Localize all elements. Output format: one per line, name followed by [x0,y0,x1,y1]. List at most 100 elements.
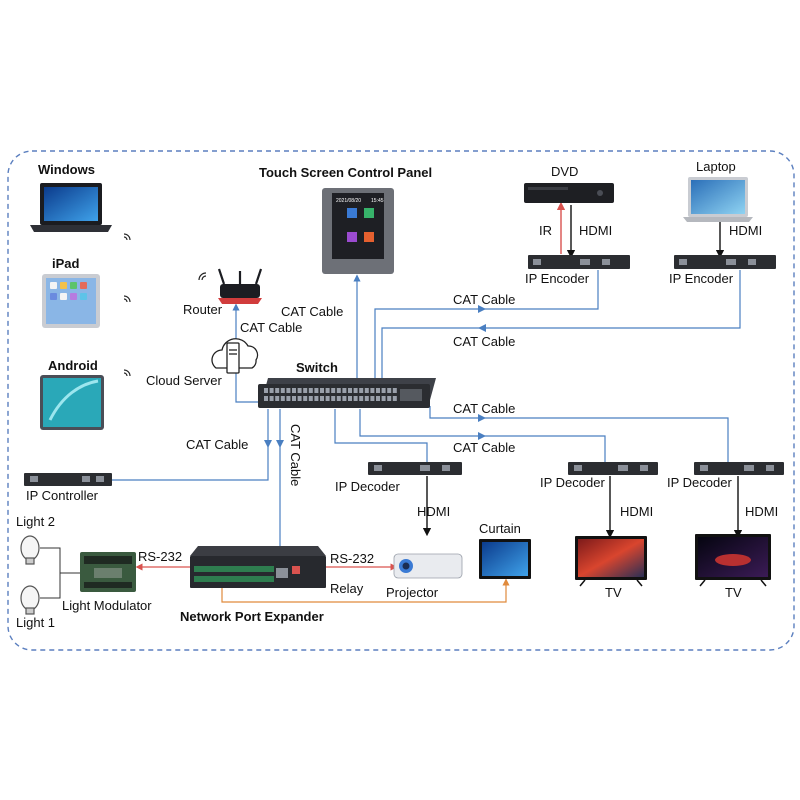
label-tv-1: TV [605,585,622,600]
label-light-1: Light 1 [16,615,56,630]
label-dvd: DVD [551,164,579,179]
ip-encoder-2-device [674,255,776,269]
label-ipad: iPad [52,256,80,271]
label-router: Router [183,302,223,317]
ip-encoder-1-device [528,255,630,269]
label-cat-cable-expander: CAT Cable [288,424,303,487]
label-hdmi-dvd: HDMI [579,223,613,238]
switch-port [320,396,324,401]
switch-port [381,388,386,393]
label-cat-cable-decoder-1: CAT Cable [453,440,516,455]
label-touch-panel: Touch Screen Control Panel [259,165,433,180]
switch-port [336,396,341,401]
tv-1-device [575,536,647,587]
switch-port [286,388,291,393]
diagram-frame [7,150,795,651]
wifi-icons [123,233,207,377]
switch-port [387,388,392,393]
label-hdmi-decoder-1: HDMI [417,504,451,519]
switch-port [297,388,302,393]
switch-port [264,388,268,393]
label-ip-controller: IP Controller [26,488,99,503]
switch-port [336,388,341,393]
switch-port [264,396,268,401]
switch-port [269,396,274,401]
switch-port [342,388,347,393]
label-cat-cable-panel: CAT Cable [281,304,344,319]
label-hdmi-decoder-2: HDMI [620,504,654,519]
switch-port [392,388,397,393]
android-tablet-icon [40,375,104,430]
label-switch: Switch [296,360,338,375]
light-1-bulb-icon [20,585,40,615]
label-ip-encoder-1: IP Encoder [525,271,590,286]
switch-port [325,396,330,401]
switch-port [314,388,319,393]
ip-decoder-2-device [568,462,658,475]
ip-controller-device [24,473,112,486]
light-modulator-device [80,552,136,592]
switch-port [364,396,369,401]
label-windows: Windows [38,162,95,177]
label-relay: Relay [330,581,364,596]
switch-port [280,396,285,401]
label-hdmi-laptop: HDMI [729,223,763,238]
hdmi-lines [422,205,743,539]
label-ip-decoder-3: IP Decoder [667,475,732,490]
switch-port [286,396,291,401]
switch-port [280,388,285,393]
network-port-expander-device [190,546,326,588]
switch-port [292,396,296,401]
cat-cable-decoder-2 [429,406,729,462]
switch-port [364,388,369,393]
label-ir: IR [539,223,552,238]
touch-panel-date: 2021/08/20 [336,198,361,204]
label-ip-decoder-1: IP Decoder [335,479,400,494]
switch-port [370,388,375,393]
switch-port [325,388,330,393]
switch-port [331,396,336,401]
cloud-server-icon [211,338,259,374]
label-rs232-projector: RS-232 [330,551,375,566]
label-curtain: Curtain [479,521,521,536]
projector-device [393,553,463,579]
relay-line [221,578,510,603]
label-cat-cable-encoder-1: CAT Cable [453,292,516,307]
network-switch-device [258,378,436,408]
touch-panel-time: 15:45 [371,198,384,204]
light-wires [40,547,80,599]
touch-panel-device: 2021/08/20 15:45 [322,188,394,274]
switch-port [348,396,352,401]
switch-port [303,388,308,393]
laptop-device [683,177,753,222]
switch-port [392,396,397,401]
ipad-icon [42,274,100,328]
label-cloud-server: Cloud Server [146,373,222,388]
switch-port [308,388,313,393]
router-icon [217,268,263,304]
label-hdmi-decoder-3: HDMI [745,504,779,519]
cat-cable-controller [111,409,269,481]
switch-port [331,388,336,393]
curtain-device [479,539,531,579]
cat-cable-arrows [264,305,486,448]
label-cat-cable-controller: CAT Cable [186,437,249,452]
switch-port [308,396,313,401]
label-light-modulator: Light Modulator [62,598,152,613]
label-network-port-expander: Network Port Expander [180,609,324,624]
ip-decoder-3-device [694,462,784,475]
switch-port [353,388,358,393]
switch-port [275,396,280,401]
ip-decoder-1-device [368,462,462,475]
label-projector: Projector [386,585,439,600]
switch-port [342,396,347,401]
switch-port [370,396,375,401]
switch-port [297,396,302,401]
switch-port [359,396,364,401]
label-rs232-modulator: RS-232 [138,549,183,564]
switch-port [348,388,352,393]
label-cat-cable-router: CAT Cable [240,320,303,335]
label-ip-decoder-2: IP Decoder [540,475,605,490]
